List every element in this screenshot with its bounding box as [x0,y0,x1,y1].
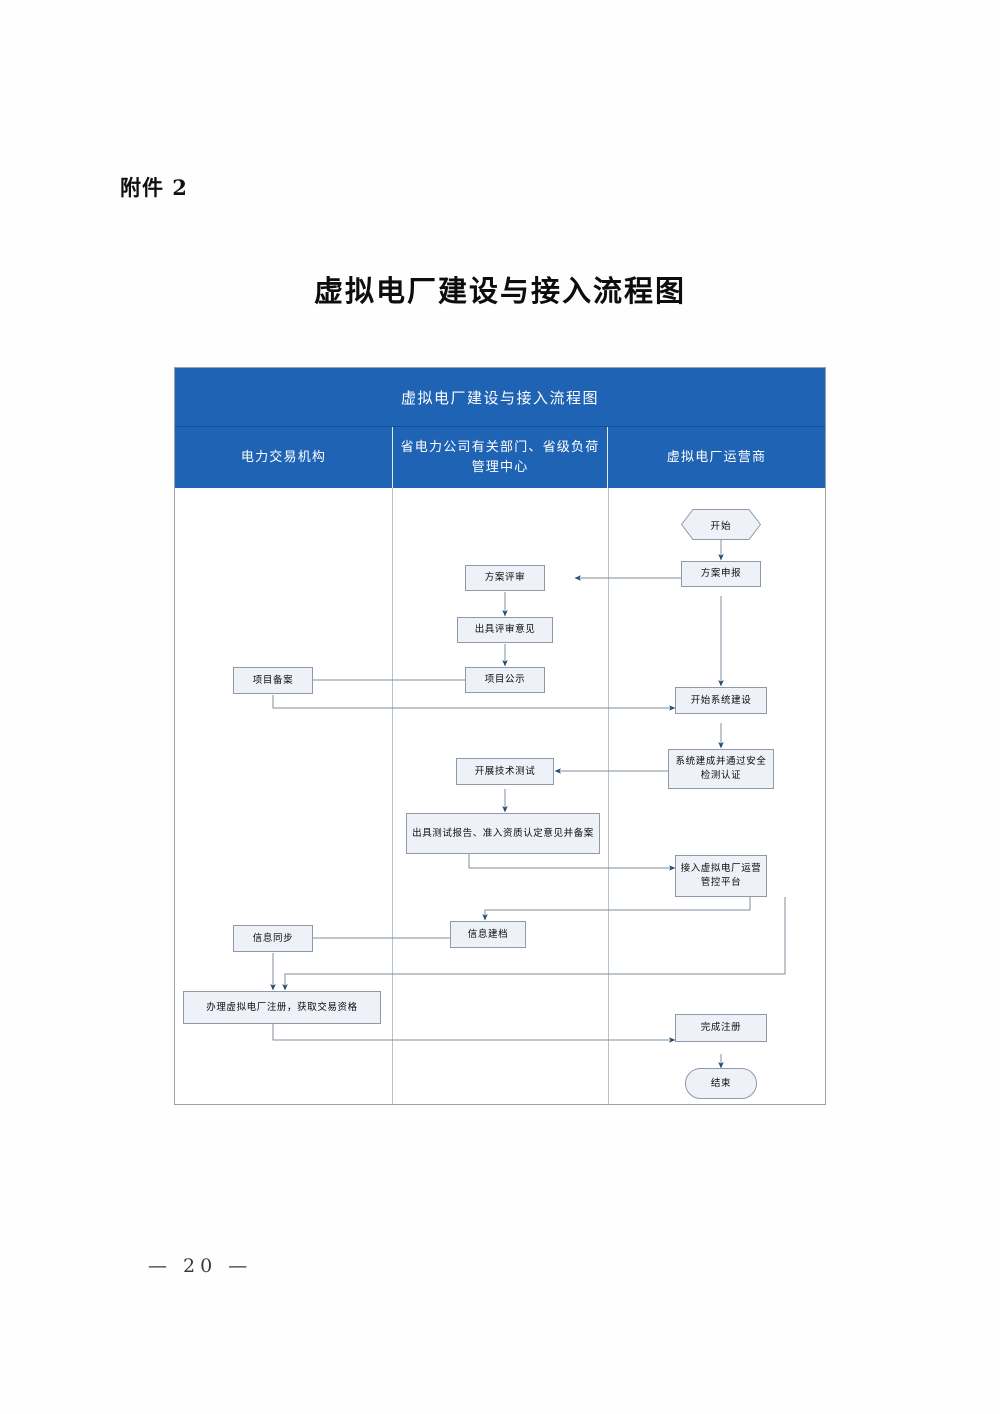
page-title: 虚拟电厂建设与接入流程图 [313,274,686,308]
lane-header-provincial-power: 省电力公司有关部门、省级负荷管理中心 [392,427,608,488]
node-vpp-registration-label: 办理虚拟电厂注册，获取交易资格 [206,1001,358,1013]
node-info-sync-label: 信息同步 [252,932,294,944]
node-system-complete-label: 系统建成并通过安全检测认证 [675,756,767,781]
node-technical-test[interactable]: 开展技术测试 [456,758,554,785]
hexagon-shape [681,509,761,540]
node-info-archive[interactable]: 信息建档 [450,921,526,948]
node-plan-review[interactable]: 方案评审 [465,565,545,591]
node-start-system-build-label: 开始系统建设 [690,694,752,706]
node-start-system-build[interactable]: 开始系统建设 [675,687,767,714]
node-plan-review-label: 方案评审 [484,572,526,584]
lane-divider-1 [392,488,393,1104]
node-technical-test-label: 开展技术测试 [474,765,536,777]
node-access-platform[interactable]: 接入虚拟电厂运营管控平台 [675,855,767,897]
node-project-publicity[interactable]: 项目公示 [465,667,545,693]
node-info-sync[interactable]: 信息同步 [233,925,313,952]
node-end[interactable]: 结束 [685,1068,757,1099]
attachment-label: 附件 2 [120,175,188,200]
node-plan-submission-label: 方案申报 [700,568,742,580]
node-finish-registration-label: 完成注册 [700,1022,742,1034]
node-issue-review-opinion-label: 出具评审意见 [474,624,536,636]
node-access-platform-label: 接入虚拟电厂运营管控平台 [680,863,762,888]
node-project-filing[interactable]: 项目备案 [233,667,313,694]
node-plan-submission[interactable]: 方案申报 [681,561,761,587]
node-info-archive-label: 信息建档 [467,928,509,940]
node-test-report[interactable]: 出具测试报告、准入资质认定意见并备案 [406,813,600,854]
node-finish-registration[interactable]: 完成注册 [675,1014,767,1042]
lane-divider-2 [608,488,609,1104]
flowchart-container: 虚拟电厂建设与接入流程图 电力交易机构 省电力公司有关部门、省级负荷管理中心 虚… [174,367,826,1105]
node-test-report-label: 出具测试报告、准入资质认定意见并备案 [412,827,594,839]
page-number: — 20 — [148,1255,253,1277]
lane-header-power-trading: 电力交易机构 [240,449,327,465]
lane-header-vpp-operator: 虚拟电厂运营商 [666,449,767,465]
node-start-label: 开始 [710,520,732,532]
node-system-complete[interactable]: 系统建成并通过安全检测认证 [668,749,774,789]
flowchart-lane-headers: 电力交易机构 省电力公司有关部门、省级负荷管理中心 虚拟电厂运营商 [175,427,825,488]
node-issue-review-opinion[interactable]: 出具评审意见 [457,617,553,643]
node-vpp-registration[interactable]: 办理虚拟电厂注册，获取交易资格 [183,991,381,1024]
node-project-publicity-label: 项目公示 [484,674,526,686]
node-start[interactable]: 开始 [681,509,761,540]
flowchart-banner-title: 虚拟电厂建设与接入流程图 [175,368,825,427]
node-project-filing-label: 项目备案 [252,674,294,686]
node-end-label: 结束 [710,1077,732,1089]
